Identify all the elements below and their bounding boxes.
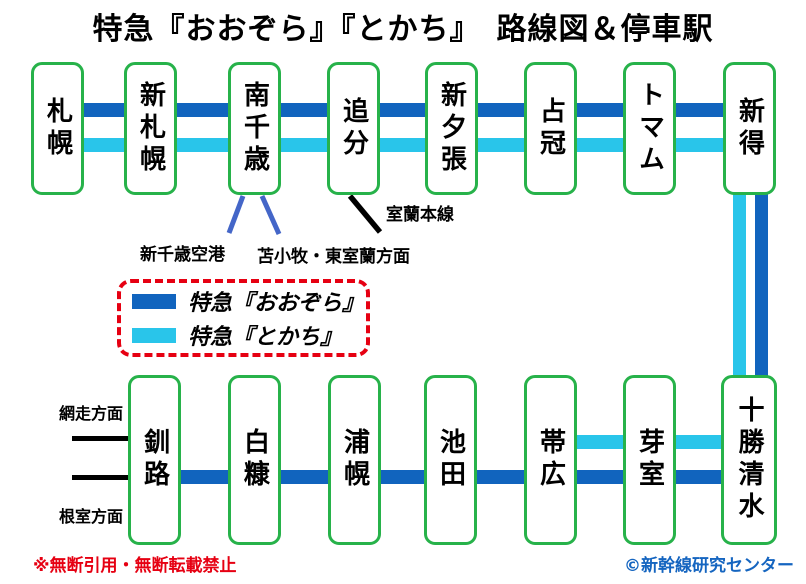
muroran-branch-line [347, 194, 383, 234]
airport-branch-line [226, 195, 246, 234]
abashiri-label: 網走方面 [59, 404, 124, 423]
station-memuro: 芽室 [623, 375, 676, 545]
ozora-line-top [45, 103, 768, 117]
station-label: 芽室 [634, 428, 665, 492]
station-label: 十勝清水 [734, 396, 764, 524]
page-title: 特急『おおぞら』『とかち』 路線図＆停車駅 [92, 12, 714, 47]
station-label: 追分 [338, 96, 369, 161]
legend-label-ozora: 特急『おおぞら』 [188, 291, 365, 316]
station-label: 新夕張 [436, 80, 467, 177]
copyright-credit: ©新幹線研究センター [624, 556, 794, 576]
station-ikeda: 池田 [424, 375, 477, 545]
no-reproduction-notice: ※無断引用・無断転載禁止 [33, 556, 237, 576]
station-label: 新得 [734, 96, 765, 161]
station-label: 帯広 [535, 428, 566, 492]
abashiri-direction-line [72, 436, 128, 441]
station-shin-yubari: 新夕張 [425, 62, 478, 195]
station-minami-chitose: 南千歳 [228, 62, 281, 195]
tomakomai-label: 苫小牧・東室蘭方面 [257, 247, 410, 267]
station-label: 浦幌 [339, 428, 370, 492]
station-label: 新札幌 [135, 80, 166, 177]
nemuro-label: 根室方面 [59, 507, 124, 526]
station-label: 釧路 [139, 428, 170, 492]
station-sapporo: 札幌 [31, 62, 84, 195]
station-label: 池田 [435, 428, 466, 492]
station-kushiro: 釧路 [128, 375, 181, 545]
ozora-line-swatch [132, 293, 176, 309]
station-label: 札幌 [42, 96, 73, 161]
station-tokachi-shimizu: 十勝清水 [721, 375, 777, 545]
station-shimukappu: 占冠 [524, 62, 577, 195]
station-obihiro: 帯広 [524, 375, 577, 545]
legend-row-tokachi: 特急『とかち』 [132, 319, 366, 351]
tokachi-line-swatch [132, 327, 176, 343]
station-oiwake: 追分 [327, 62, 380, 195]
station-label: 南千歳 [239, 80, 270, 177]
station-shin-sapporo: 新札幌 [124, 62, 177, 195]
airport-label: 新千歳空港 [140, 245, 225, 265]
nemuro-direction-line [72, 475, 128, 480]
station-urahoro: 浦幌 [328, 375, 381, 545]
station-shiranuka: 白糠 [228, 375, 281, 545]
station-label: 白糠 [239, 428, 270, 492]
station-label: 占冠 [535, 96, 566, 161]
station-shintoku: 新得 [723, 62, 776, 195]
tokachi-line-vertical [733, 138, 746, 449]
legend: 特急『おおぞら』 特急『とかち』 [117, 279, 370, 357]
tomakomai-branch-line [259, 194, 282, 236]
station-tomamu: トマム [623, 62, 676, 195]
legend-row-ozora: 特急『おおぞら』 [132, 285, 366, 317]
station-label: トマム [634, 80, 665, 177]
legend-label-tokachi: 特急『とかち』 [188, 325, 343, 350]
muroran-line-label: 室蘭本線 [386, 205, 454, 225]
